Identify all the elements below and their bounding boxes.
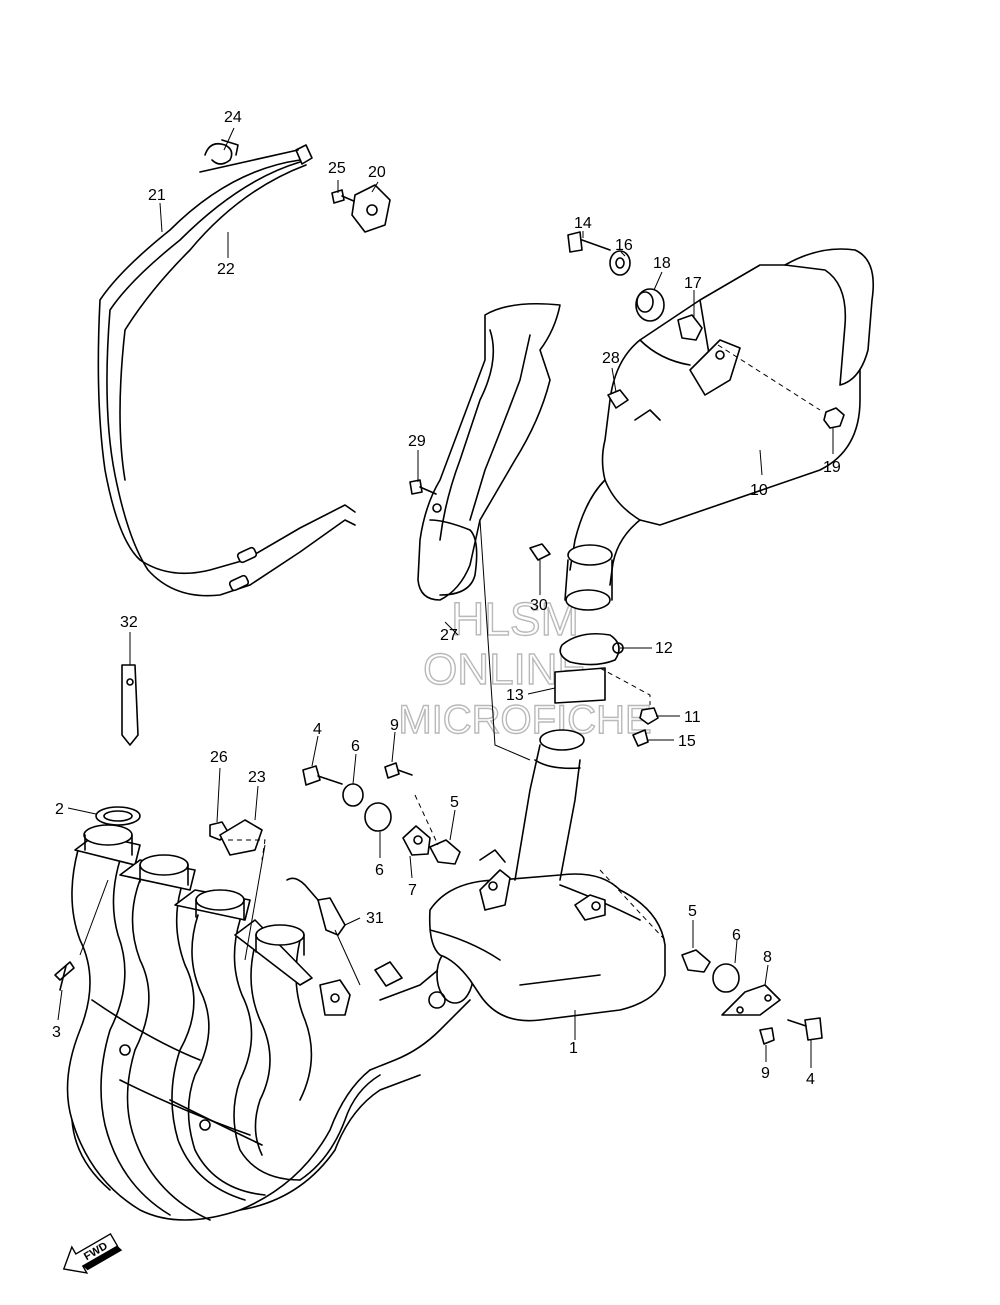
callout-13: 13 — [506, 687, 524, 704]
callout-numbers: 24 25 20 21 22 14 16 18 17 28 10 19 29 3… — [52, 109, 841, 1088]
callout-31: 31 — [366, 910, 384, 927]
callout-4-left: 4 — [313, 721, 322, 738]
callout-21: 21 — [148, 187, 166, 204]
watermark-line-3: MICROFICHE — [398, 698, 651, 742]
callout-22: 22 — [217, 261, 235, 278]
watermark: HLSM ONLINE MICROFICHE — [398, 592, 653, 742]
callout-26: 26 — [210, 749, 228, 766]
callout-14: 14 — [574, 215, 592, 232]
silencer — [564, 248, 874, 611]
callout-16: 16 — [615, 237, 633, 254]
callout-5-left: 5 — [450, 794, 459, 811]
callout-32: 32 — [120, 614, 138, 631]
callout-15: 15 — [678, 733, 696, 750]
callout-25: 25 — [328, 160, 346, 177]
callout-19: 19 — [823, 459, 841, 476]
callout-30: 30 — [530, 597, 548, 614]
callout-6-right: 6 — [732, 927, 741, 944]
watermark-line-1: HLSM — [451, 593, 579, 645]
leader-lines — [57, 127, 834, 1068]
callout-10: 10 — [750, 482, 768, 499]
muffler-chamber — [428, 729, 666, 1022]
callout-2: 2 — [55, 801, 64, 818]
callout-18: 18 — [653, 255, 671, 272]
callout-3: 3 — [52, 1024, 61, 1041]
callout-11: 11 — [684, 709, 701, 726]
callout-7: 7 — [408, 882, 417, 899]
callout-29: 29 — [408, 433, 426, 450]
fwd-arrow: FWD — [62, 1232, 123, 1274]
throttle-cables — [97, 144, 356, 597]
heat-shield — [417, 302, 561, 601]
callout-17: 17 — [684, 275, 702, 292]
small-parts — [54, 139, 845, 1045]
callout-1: 1 — [569, 1040, 578, 1057]
callout-9-right: 9 — [761, 1065, 770, 1082]
callout-4-right: 4 — [806, 1071, 815, 1088]
callout-6-upper: 6 — [351, 738, 360, 755]
callout-8: 8 — [763, 949, 772, 966]
callout-9-left: 9 — [390, 717, 399, 734]
callout-28: 28 — [602, 350, 620, 367]
callout-6-lower: 6 — [375, 862, 384, 879]
callout-5-right: 5 — [688, 903, 697, 920]
callout-20: 20 — [368, 164, 386, 181]
callout-24: 24 — [224, 109, 242, 126]
callout-27: 27 — [440, 627, 458, 644]
exhaust-header-pipes — [66, 824, 474, 1221]
callout-23: 23 — [248, 769, 266, 786]
callout-12: 12 — [655, 640, 673, 657]
